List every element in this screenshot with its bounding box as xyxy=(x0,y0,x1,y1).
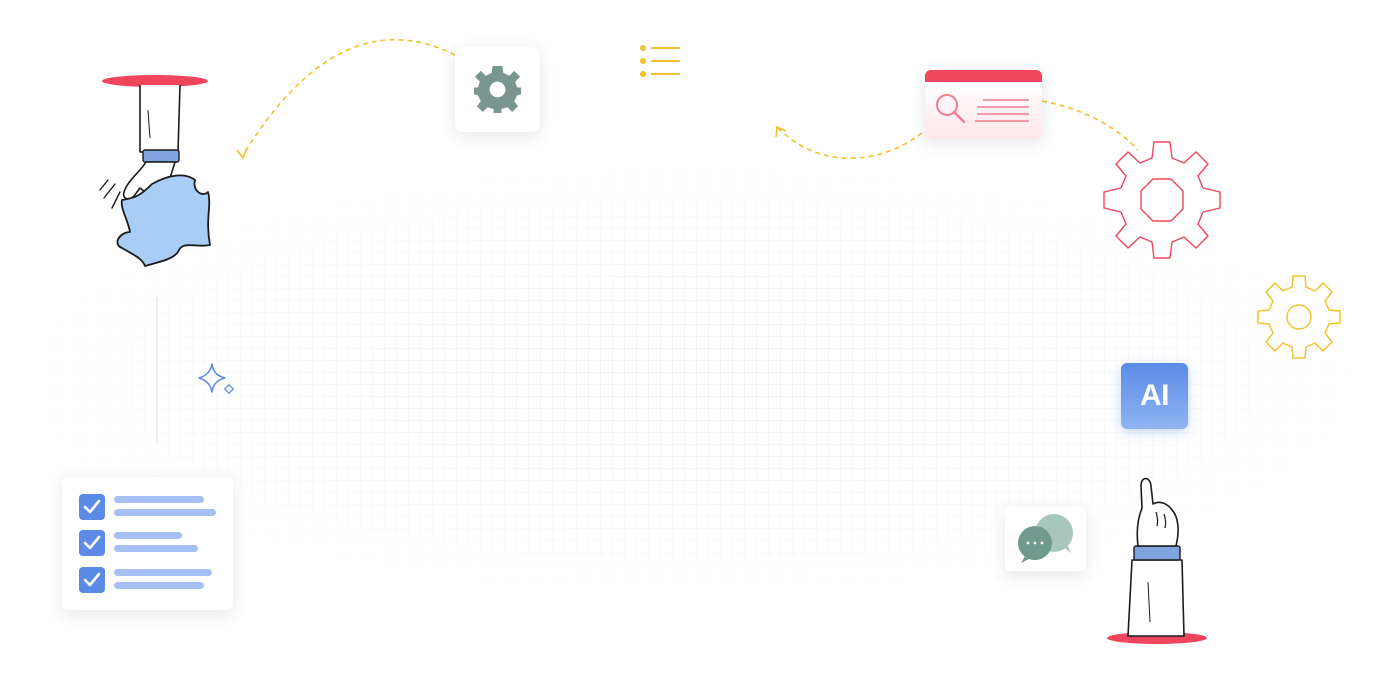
sparkle-icon xyxy=(198,363,235,395)
chat-card xyxy=(1005,507,1086,571)
dashed-arc-right xyxy=(777,127,923,160)
checklist-row xyxy=(79,530,198,556)
ai-badge: AI xyxy=(1121,363,1188,429)
settings-gear-card xyxy=(455,47,540,132)
arrowhead-right xyxy=(775,125,787,138)
checklist-row xyxy=(79,494,216,520)
browser-title-bar xyxy=(925,70,1042,86)
red-gear-outline-icon xyxy=(1103,141,1221,259)
checklist-icon xyxy=(79,494,216,593)
chat-bubbles-icon xyxy=(1018,514,1073,563)
list-icon xyxy=(640,45,680,77)
dashed-arc-top-right xyxy=(1041,100,1139,151)
pointing-hand-icon xyxy=(1107,477,1207,644)
hand-holding-puzzle-icon xyxy=(99,75,211,267)
checklist-card xyxy=(62,477,233,610)
arrowhead-left xyxy=(236,147,248,160)
checklist-row xyxy=(79,567,212,593)
yellow-gear-outline-icon xyxy=(1257,275,1341,359)
settings-gear-icon xyxy=(473,65,522,114)
browser-search-card xyxy=(925,70,1042,139)
browser-search-icon xyxy=(925,82,1042,139)
dashed-arc-left xyxy=(242,39,456,156)
ai-badge-label: AI xyxy=(1140,379,1170,412)
